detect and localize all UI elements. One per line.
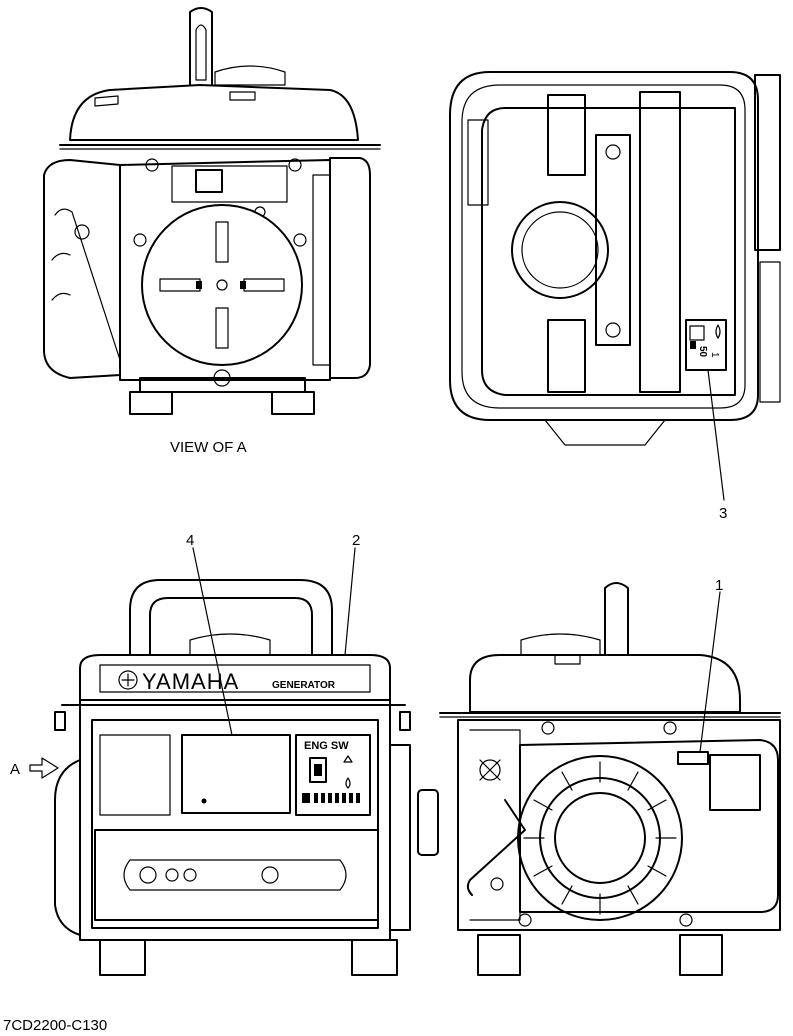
arrow-a-label: A [10,761,20,778]
arrow-a [29,757,59,779]
generator-text: GENERATOR [272,680,336,691]
top-view-drawing: 1 50 [449,71,781,446]
callout-2: 2 [352,532,360,549]
callout-4-line [192,547,233,736]
decal-text-1: 1 [709,352,720,358]
yamaha-logo-text: YAMAHA [142,669,239,694]
view-of-a-drawing [43,7,381,415]
recoil-side-view-drawing [439,582,781,976]
callout-3-line [707,369,725,501]
callout-3: 3 [719,505,727,522]
view-of-a-label: VIEW OF A [170,439,247,456]
callout-1: 1 [715,577,723,594]
figure-code: 7CD2200-C130 [3,1017,107,1034]
front-view-drawing: YAMAHA GENERATOR ENG SW [54,579,439,976]
callout-4: 4 [186,532,194,549]
eng-sw-text: ENG SW [304,740,349,752]
recoil-teeth [523,761,677,915]
callout-1-line [699,591,721,753]
callout-2-line [344,547,356,656]
decal-text-50: 50 [697,346,708,358]
